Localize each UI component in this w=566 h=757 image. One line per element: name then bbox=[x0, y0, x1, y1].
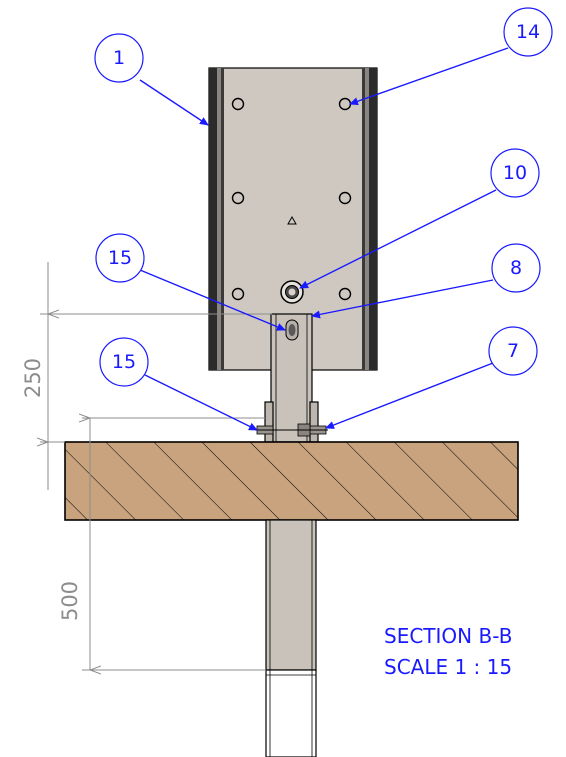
wood-base bbox=[64, 441, 519, 521]
balloon-7-label: 7 bbox=[507, 340, 519, 362]
post-lower bbox=[265, 519, 317, 757]
dimension-250: 250 bbox=[21, 262, 272, 490]
balloon-8: 8 bbox=[311, 243, 541, 319]
balloon-15-upper: 15 bbox=[95, 233, 286, 331]
base-clamp bbox=[255, 401, 328, 443]
dimension-500: 500 bbox=[58, 418, 266, 670]
balloon-8-label: 8 bbox=[510, 257, 522, 279]
dimension-500-label: 500 bbox=[58, 581, 82, 621]
balloon-7: 7 bbox=[325, 326, 538, 429]
triangle-mark-upper bbox=[287, 215, 297, 225]
post-upper bbox=[270, 313, 313, 443]
dimension-250-label: 250 bbox=[21, 358, 45, 398]
balloon-1-label: 1 bbox=[113, 47, 125, 69]
balloon-14-label: 14 bbox=[516, 21, 540, 43]
section-title: SECTION B-B bbox=[384, 624, 512, 648]
balloon-15-lower-label: 15 bbox=[112, 351, 136, 373]
plate-bolt-holes bbox=[231, 97, 352, 301]
scale-label: SCALE 1 : 15 bbox=[384, 655, 512, 679]
balloon-1: 1 bbox=[94, 33, 209, 126]
balloon-15-upper-label: 15 bbox=[108, 247, 132, 269]
balloon-10-label: 10 bbox=[503, 162, 527, 184]
balloon-14: 14 bbox=[349, 7, 553, 106]
center-fitting bbox=[280, 280, 304, 304]
balloon-15-lower: 15 bbox=[99, 337, 258, 431]
balloon-10: 10 bbox=[299, 148, 540, 289]
